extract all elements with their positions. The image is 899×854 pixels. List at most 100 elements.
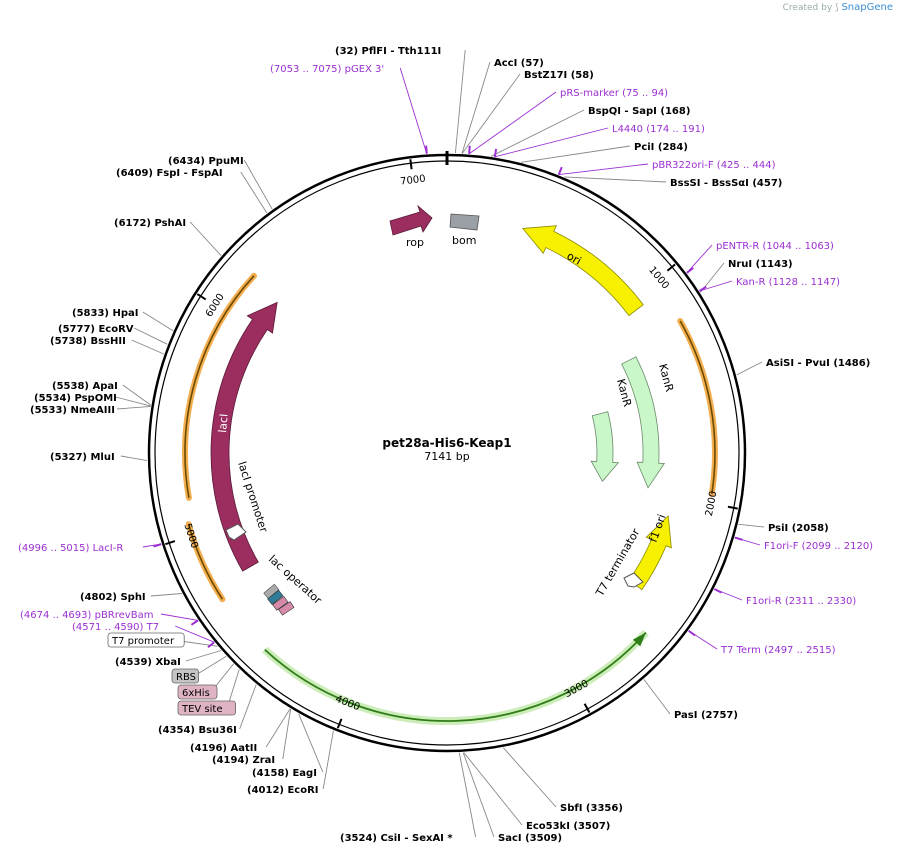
- enzyme-label-27: (4354) Bsu36I: [158, 725, 237, 736]
- leader-line-9: [564, 176, 667, 183]
- primer-mark-36: [153, 543, 162, 548]
- plasmid-size: 7141 bp: [424, 450, 469, 463]
- snapgene-product-name: SnapGene: [841, 2, 893, 13]
- leader-line-27: [239, 684, 257, 730]
- leader-line-30: [193, 655, 227, 677]
- leader-line-43: [142, 311, 174, 332]
- annotation-labels: (32) PflFI - Tth111I(7053 .. 7075) pGEX …: [18, 46, 873, 844]
- leader-line-0: [454, 49, 466, 154]
- t7-terminator-label: T7 terminator: [593, 526, 643, 599]
- enzyme-label-19: SbfI (3356): [560, 803, 623, 814]
- leader-line-44: [189, 221, 222, 256]
- tick-label-3000: 3000: [563, 678, 591, 700]
- leader-line-10: [686, 244, 713, 274]
- rop-arrow: [389, 204, 433, 236]
- keap1-cds-arc-core: [264, 631, 647, 722]
- leader-line-19: [502, 747, 557, 808]
- feature-box-32: [107, 632, 185, 648]
- enzyme-label-31: (4539) XbaI: [115, 657, 181, 668]
- tick-mark-4000: [336, 718, 343, 729]
- leader-line-23: [322, 730, 334, 790]
- leader-line-7: [521, 145, 631, 163]
- primer-mark-1: [425, 145, 428, 154]
- feature-box-30: [171, 668, 200, 684]
- leader-line-4: [468, 91, 557, 155]
- primer-mark-12: [698, 285, 707, 292]
- ori-label: ori: [565, 249, 584, 267]
- tick-mark-2000: [727, 505, 738, 510]
- leader-line-18: [643, 679, 671, 715]
- primer-mark-6: [493, 148, 498, 157]
- leader-line-1: [399, 67, 428, 154]
- leader-line-40: [122, 384, 152, 406]
- kanr-arrow-2: [621, 356, 666, 489]
- leader-line-35: [150, 593, 182, 597]
- primer-label-16: F1ori-R (2311 .. 2330): [746, 596, 856, 607]
- enzyme-label-18: PasI (2757): [674, 710, 738, 721]
- 6xhis-mini-box: [267, 589, 284, 605]
- enzyme-label-3: BstZ17I (58): [524, 70, 594, 81]
- enzyme-label-22: (3524) CsiI - SexAI *: [340, 833, 453, 844]
- enzyme-label-14: PsiI (2058): [768, 523, 829, 534]
- feature-box-label-32: T7 promoter: [111, 636, 175, 647]
- primer-mark-16: [713, 588, 722, 594]
- bom-box: [449, 213, 480, 231]
- feature-box-label-28: TEV site: [181, 704, 223, 715]
- primer-label-17: T7 Term (2497 .. 2515): [720, 645, 836, 656]
- leader-line-33: [175, 625, 215, 643]
- orange-right-arc-core: [679, 320, 716, 495]
- tick-mark-7000: [409, 159, 413, 170]
- ori-arrow: [522, 225, 644, 317]
- primer-label-12: Kan-R (1128 .. 1147): [736, 277, 840, 288]
- tick-mark-3000: [583, 703, 591, 713]
- backbone-ring: [147, 151, 747, 753]
- enzyme-label-43: (5833) HpaI: [72, 308, 138, 319]
- enzyme-label-21: SacI (3509): [498, 833, 562, 844]
- tev-mini-box: [272, 596, 289, 611]
- snapgene-branding: Created by ⟆ SnapGene: [783, 2, 893, 13]
- enzyme-label-42: (5777) EcoRV: [58, 324, 134, 335]
- enzyme-label-20: Eco53kI (3507): [526, 821, 610, 832]
- primer-mark-4: [468, 145, 471, 154]
- enzyme-label-7: PciI (284): [634, 142, 688, 153]
- kanr-label-2: KanR: [656, 362, 676, 393]
- bom-label: bom: [452, 234, 476, 247]
- tev-mini-box-2: [278, 601, 295, 616]
- enzyme-label-2: AccI (57): [494, 58, 544, 69]
- primer-mark-33: [207, 641, 215, 649]
- enzyme-label-40: (5538) ApaI: [52, 381, 118, 392]
- tick-label-2000: 2000: [704, 490, 720, 517]
- kanr-arrow-1: [590, 411, 620, 483]
- feature-box-29: [177, 684, 218, 700]
- enzyme-label-0: (32) PflFI - Tth111I: [335, 46, 441, 57]
- primer-label-4: pRS-marker (75 .. 94): [560, 88, 668, 99]
- leader-line-26: [265, 708, 291, 748]
- enzyme-label-13: AsiSI - PvuI (1486): [766, 358, 870, 369]
- coordinate-ticks: [165, 159, 738, 729]
- primer-label-36: (4996 .. 5015) LacI-R: [18, 543, 123, 554]
- feature-box-label-30: RBS: [176, 672, 196, 683]
- enzyme-label-23: (4012) EcoRI: [247, 785, 319, 796]
- enzyme-label-39: (5534) PspOMI: [34, 393, 117, 404]
- enzyme-label-11: NruI (1143): [728, 259, 793, 270]
- leader-line-25: [282, 708, 292, 760]
- enzyme-label-45: (6409) FspI - FspAI: [116, 168, 223, 179]
- leader-line-12: [699, 280, 733, 292]
- t7-terminator-glyph: [623, 572, 644, 588]
- leader-line-37: [120, 455, 148, 462]
- tick-mark-5000: [165, 540, 176, 546]
- enzyme-label-26: (4196) AatII: [190, 743, 257, 754]
- leader-line-45: [240, 171, 268, 214]
- tick-label-5000: 5000: [181, 522, 199, 550]
- leader-line-41: [131, 339, 164, 355]
- orange-left-arc-core: [187, 523, 224, 600]
- tick-label-4000: 4000: [334, 694, 362, 714]
- primer-mark-10: [686, 267, 694, 274]
- laci-label: lacI: [216, 413, 231, 433]
- tick-mark-1000: [666, 263, 676, 272]
- leader-line-5: [490, 109, 585, 157]
- enzyme-label-24: (4158) EagI: [252, 768, 317, 779]
- leader-line-34: [160, 613, 199, 621]
- enzyme-label-37: (5327) MluI: [50, 452, 115, 463]
